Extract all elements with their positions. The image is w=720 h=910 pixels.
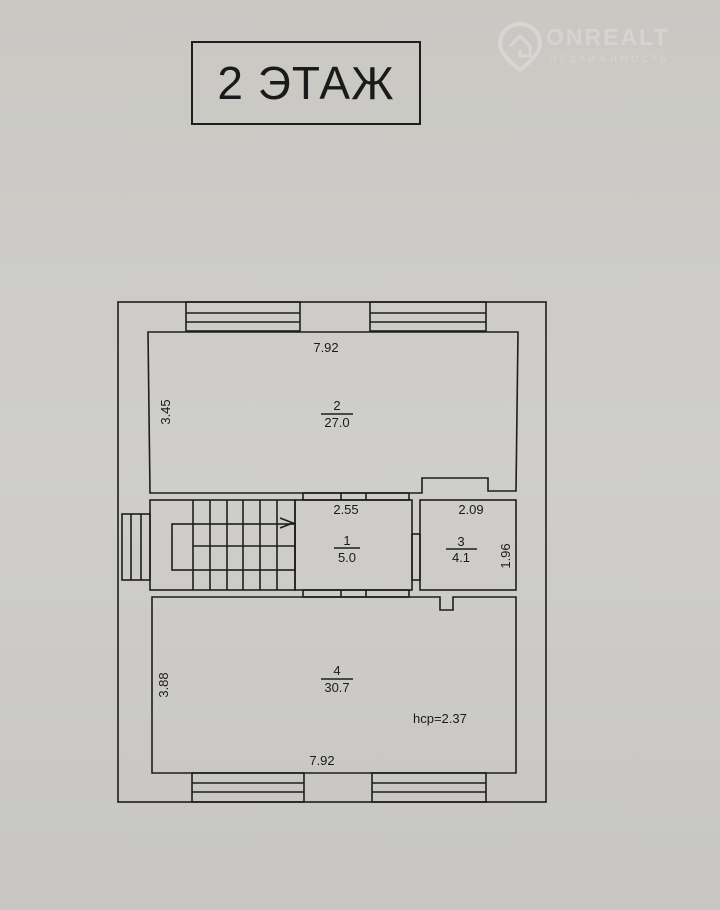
room-4-number: 4 bbox=[333, 663, 340, 678]
room-3-depth: 1.96 bbox=[498, 543, 513, 568]
room-2-width: 7.92 bbox=[313, 340, 338, 355]
room-1-width: 2.55 bbox=[333, 502, 358, 517]
room-2-depth: 3.45 bbox=[158, 399, 173, 424]
window-bottom-left bbox=[191, 772, 305, 803]
stair-arrow-icon bbox=[279, 517, 296, 529]
doorway-room-3 bbox=[411, 533, 421, 581]
room-4-depth: 3.88 bbox=[156, 672, 171, 697]
room-2 bbox=[147, 331, 519, 494]
room-4-width: 7.92 bbox=[309, 753, 334, 768]
doorway-top bbox=[302, 492, 410, 501]
floor-title: 2 ЭТАЖ bbox=[191, 41, 421, 125]
house-pin-icon bbox=[498, 22, 542, 72]
room-2-area: 27.0 bbox=[324, 415, 349, 430]
window-bottom-right bbox=[371, 772, 487, 803]
window-top-right bbox=[369, 301, 487, 332]
room-3-width: 2.09 bbox=[458, 502, 483, 517]
staircase bbox=[149, 499, 296, 591]
window-top-left bbox=[185, 301, 301, 332]
room-3-number: 3 bbox=[457, 534, 464, 549]
room-1-area: 5.0 bbox=[338, 550, 356, 565]
room-3-area: 4.1 bbox=[452, 550, 470, 565]
room-2-number: 2 bbox=[333, 398, 340, 413]
watermark-subtitle: НЕДВИЖИМОСТЬ bbox=[550, 54, 670, 64]
outer-wall bbox=[117, 301, 547, 803]
ceiling-height: hcp=2.37 bbox=[413, 711, 467, 726]
balcony-door bbox=[121, 513, 151, 581]
watermark-name: ONREALT bbox=[546, 24, 670, 50]
room-1-number: 1 bbox=[343, 533, 350, 548]
doorway-bottom bbox=[302, 589, 410, 598]
room-4-area: 30.7 bbox=[324, 680, 349, 695]
